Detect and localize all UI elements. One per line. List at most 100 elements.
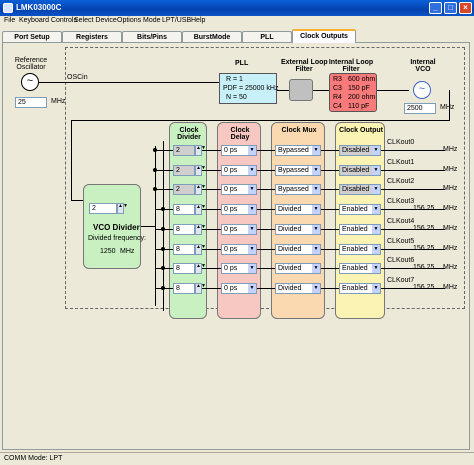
clock-mux-value: Divided [278, 226, 302, 233]
clock-mux-select[interactable]: Bypassed▼ [275, 145, 321, 156]
bus-junction [161, 227, 165, 231]
clock-mux-select[interactable]: Bypassed▼ [275, 165, 321, 176]
pll-n: N = 50 [226, 94, 247, 101]
menu-select-device[interactable]: Select Device [74, 17, 117, 24]
menu-keyboard-controls[interactable]: Keyboard Controls [19, 17, 77, 24]
bus-junction [161, 266, 165, 270]
clock-divider-field[interactable]: 8 [173, 263, 195, 274]
clock-divider-field[interactable]: 2 [173, 145, 195, 156]
clock-delay-select[interactable]: 0 ps▼ [221, 244, 257, 255]
clock-divider-spinner[interactable]: ▲▼ [195, 224, 206, 235]
ref-unit: MHz [51, 98, 66, 105]
tab-port-setup[interactable]: Port Setup [2, 31, 62, 43]
tab-registers[interactable]: Registers [62, 31, 122, 43]
clock-output-value: Enabled [342, 265, 368, 272]
menu-help[interactable]: Help [191, 17, 206, 24]
clock-mux-value: Bypassed [278, 167, 309, 174]
clock-divider-field[interactable]: 8 [173, 224, 195, 235]
clkout-unit: MHz [443, 284, 458, 291]
vco-divider-block: 2 ▲▼ VCO Divider Divided frequency: 1250… [83, 184, 146, 269]
delay-col-title-1: Clock [230, 127, 250, 134]
clock-divider-field[interactable]: 8 [173, 204, 195, 215]
vco-feedback-wire-3 [71, 120, 72, 200]
clock-delay-select[interactable]: 0 ps▼ [221, 145, 257, 156]
bus-junction [161, 247, 165, 251]
tab-bits-pins[interactable]: Bits/Pins [122, 31, 182, 43]
clock-divider-spinner[interactable]: ▲▼ [195, 184, 206, 195]
clock-delay-select[interactable]: 0 ps▼ [221, 263, 257, 274]
clock-outputs-panel: Reference Oscillator ~ 25 MHz OSCin PLL … [2, 42, 470, 450]
menu-lpt-usb[interactable]: LPT/USB [162, 17, 192, 24]
clock-mux-select[interactable]: Divided▼ [275, 283, 321, 294]
clkout-frequency: 156.25 [413, 225, 435, 232]
clkout-frequency: 156.25 [413, 264, 435, 271]
clock-divider-spinner[interactable]: ▲▼ [195, 204, 206, 215]
clock-output-select[interactable]: Enabled▼ [339, 204, 381, 215]
oscin-wire [39, 82, 219, 83]
vco-feedback-wire-1 [449, 90, 450, 120]
vco-unit: MHz [440, 104, 455, 111]
clock-output-select[interactable]: Enabled▼ [339, 263, 381, 274]
clock-mux-select[interactable]: Divided▼ [275, 224, 321, 235]
maximize-button[interactable]: □ [444, 2, 457, 14]
clock-divider-spinner[interactable]: ▲▼ [195, 145, 206, 156]
window-title: LMK03000C [16, 3, 62, 12]
ref-frequency-field[interactable]: 25 [15, 97, 47, 108]
clock-output-select[interactable]: Disabled▼ [339, 184, 381, 195]
dropdown-arrow-icon: ▼ [372, 245, 380, 254]
clock-divider-spinner[interactable]: ▲▼ [195, 263, 206, 274]
int-r4-value: 200 ohm [348, 94, 376, 101]
clock-output-select[interactable]: Enabled▼ [339, 224, 381, 235]
ext-filter-title-1: External Loop [281, 59, 328, 66]
ref-title-2: Oscillator [16, 64, 46, 71]
clock-delay-value: 0 ps [224, 147, 238, 154]
mux-col-title: Clock Mux [281, 127, 317, 134]
clock-output-select[interactable]: Enabled▼ [339, 283, 381, 294]
clock-divider-field[interactable]: 2 [173, 184, 195, 195]
clock-delay-select[interactable]: 0 ps▼ [221, 224, 257, 235]
clock-divider-spinner[interactable]: ▲▼ [195, 283, 206, 294]
clock-delay-select[interactable]: 0 ps▼ [221, 165, 257, 176]
oscin-label: OSCin [67, 74, 88, 81]
vco-divider-field[interactable]: 2 [89, 203, 117, 214]
ext-filter-block[interactable] [289, 79, 313, 101]
clkout-label: CLKout5 [387, 238, 415, 245]
clock-mux-select[interactable]: Bypassed▼ [275, 184, 321, 195]
clock-divider-field[interactable]: 8 [173, 244, 195, 255]
vco-title-2: VCO [415, 66, 431, 73]
vco-frequency-field[interactable]: 2500 [404, 103, 436, 114]
menu-mode[interactable]: Mode [143, 17, 161, 24]
clock-divider-spinner[interactable]: ▲▼ [195, 244, 206, 255]
clock-output-select[interactable]: Disabled▼ [339, 165, 381, 176]
clkout-unit: MHz [443, 146, 458, 153]
tab-burstmode[interactable]: BurstMode [182, 31, 242, 43]
clkout-unit: MHz [443, 264, 458, 271]
close-button[interactable]: × [459, 2, 472, 14]
clkout-unit: MHz [443, 185, 458, 192]
clock-output-select[interactable]: Enabled▼ [339, 244, 381, 255]
clock-divider-field[interactable]: 8 [173, 283, 195, 294]
vco-feedback-wire-2 [71, 120, 450, 121]
pll-pdf: PDF = 25000 kHz [223, 85, 279, 92]
clock-divider-spinner[interactable]: ▲▼ [195, 165, 206, 176]
clock-mux-select[interactable]: Divided▼ [275, 204, 321, 215]
bus-line-b [163, 141, 164, 311]
clock-delay-select[interactable]: 0 ps▼ [221, 283, 257, 294]
tab-pll[interactable]: PLL [242, 31, 292, 43]
clock-divider-field[interactable]: 2 [173, 165, 195, 176]
clock-delay-select[interactable]: 0 ps▼ [221, 204, 257, 215]
clock-mux-select[interactable]: Divided▼ [275, 244, 321, 255]
clock-delay-select[interactable]: 0 ps▼ [221, 184, 257, 195]
vco-divider-title: VCO Divider [93, 223, 140, 232]
dropdown-arrow-icon: ▼ [248, 205, 256, 214]
menu-options[interactable]: Options [117, 17, 142, 24]
vco-divider-spinner[interactable]: ▲▼ [117, 203, 128, 214]
minimize-button[interactable]: _ [429, 2, 442, 14]
tab-clock-outputs[interactable]: Clock Outputs [292, 29, 356, 43]
int-filter-block[interactable]: R3 600 ohm C3 150 pF R4 200 ohm C4 110 p… [329, 73, 377, 112]
clock-output-select[interactable]: Disabled▼ [339, 145, 381, 156]
output-col-title: Clock Output [339, 127, 383, 134]
menu-file[interactable]: File [4, 17, 16, 24]
clock-mux-select[interactable]: Divided▼ [275, 263, 321, 274]
vco-divider-unit: MHz [120, 248, 135, 255]
